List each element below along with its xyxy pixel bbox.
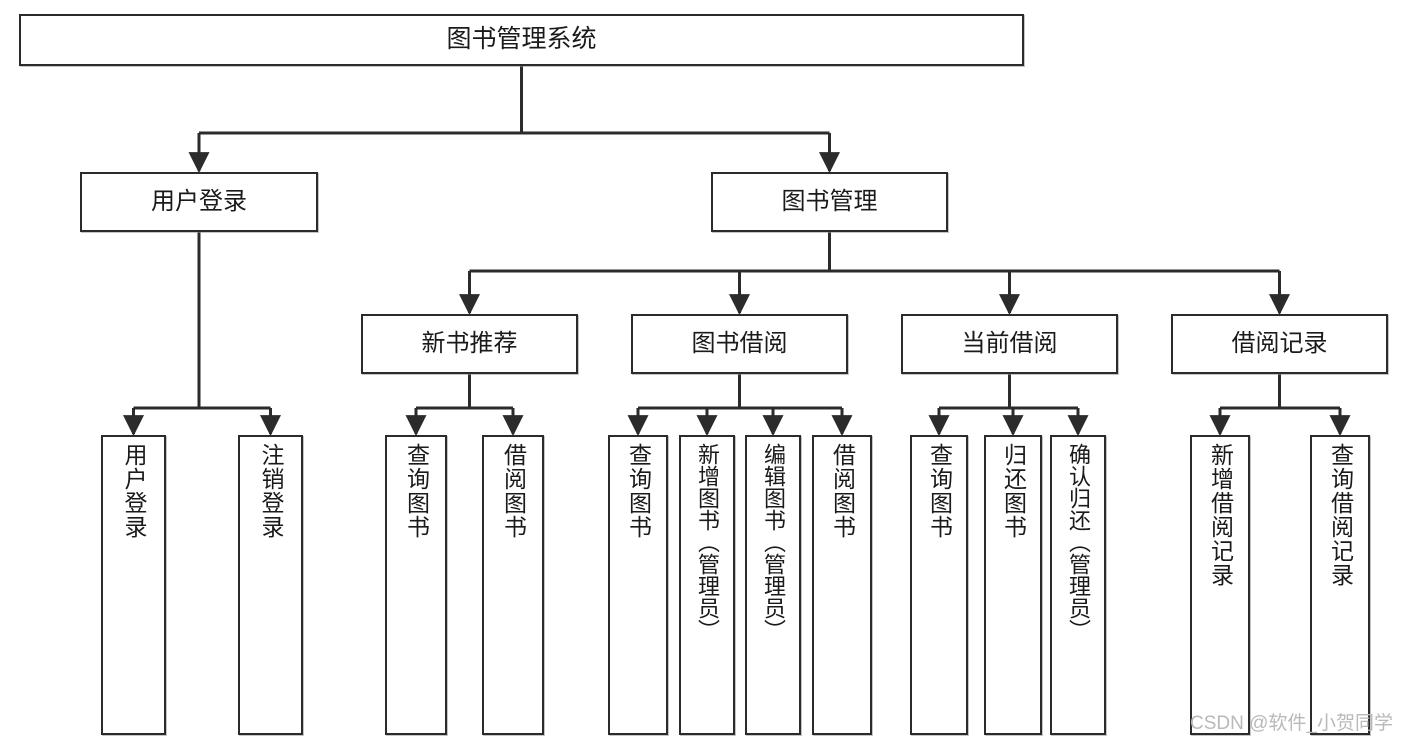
node-leaf-查询借阅记录-12[interactable]: 查询借阅记录 bbox=[1310, 435, 1370, 735]
node-leaf-注销登录-1[interactable]: 注销登录 bbox=[238, 435, 303, 735]
node-label: 用户登录 bbox=[151, 187, 247, 215]
node-root-图书管理系统-0[interactable]: 图书管理系统 bbox=[19, 14, 1024, 66]
node-label: 用户登录 bbox=[121, 443, 147, 539]
node-label: 图书借阅 bbox=[691, 329, 788, 357]
node-label: 借阅图书 bbox=[500, 443, 527, 539]
node-label: 归还图书 bbox=[1000, 443, 1027, 539]
node-label: 图书管理系统 bbox=[446, 25, 597, 54]
node-level2-图书管理-1[interactable]: 图书管理 bbox=[711, 172, 948, 232]
node-level3-图书借阅-1[interactable]: 图书借阅 bbox=[631, 314, 848, 374]
node-leaf-新增图书管理员-5[interactable]: 新增图书（管理员） bbox=[679, 435, 735, 735]
node-leaf-用户登录-0[interactable]: 用户登录 bbox=[101, 435, 166, 735]
node-leaf-查询图书-4[interactable]: 查询图书 bbox=[608, 435, 668, 735]
node-label: 借阅图书 bbox=[829, 443, 856, 539]
node-label: 新书推荐 bbox=[421, 329, 518, 357]
node-label: 当前借阅 bbox=[961, 329, 1058, 357]
node-level3-借阅记录-3[interactable]: 借阅记录 bbox=[1171, 314, 1388, 374]
node-leaf-查询图书-2[interactable]: 查询图书 bbox=[385, 435, 447, 735]
node-level3-当前借阅-2[interactable]: 当前借阅 bbox=[901, 314, 1118, 374]
node-level3-新书推荐-0[interactable]: 新书推荐 bbox=[361, 314, 578, 374]
node-label: 注销登录 bbox=[258, 443, 284, 539]
node-leaf-借阅图书-7[interactable]: 借阅图书 bbox=[812, 435, 872, 735]
node-label: 查询借阅记录 bbox=[1327, 443, 1354, 587]
node-label: 新增图书（管理员） bbox=[695, 443, 720, 641]
node-label: 查询图书 bbox=[926, 443, 953, 539]
node-leaf-确认归还管理员-10[interactable]: 确认归还（管理员） bbox=[1050, 435, 1106, 735]
node-label: 查询图书 bbox=[403, 443, 430, 539]
node-label: 新增借阅记录 bbox=[1207, 443, 1234, 587]
node-level2-用户登录-0[interactable]: 用户登录 bbox=[80, 172, 318, 232]
node-label: 借阅记录 bbox=[1231, 329, 1328, 357]
node-leaf-借阅图书-3[interactable]: 借阅图书 bbox=[482, 435, 544, 735]
node-leaf-编辑图书管理员-6[interactable]: 编辑图书（管理员） bbox=[745, 435, 801, 735]
node-label: 确认归还（管理员） bbox=[1066, 443, 1091, 641]
node-leaf-归还图书-9[interactable]: 归还图书 bbox=[984, 435, 1042, 735]
node-label: 编辑图书（管理员） bbox=[761, 443, 786, 641]
node-leaf-新增借阅记录-11[interactable]: 新增借阅记录 bbox=[1190, 435, 1250, 735]
node-label: 查询图书 bbox=[625, 443, 652, 539]
node-leaf-查询图书-8[interactable]: 查询图书 bbox=[910, 435, 968, 735]
node-label: 图书管理 bbox=[781, 187, 878, 215]
